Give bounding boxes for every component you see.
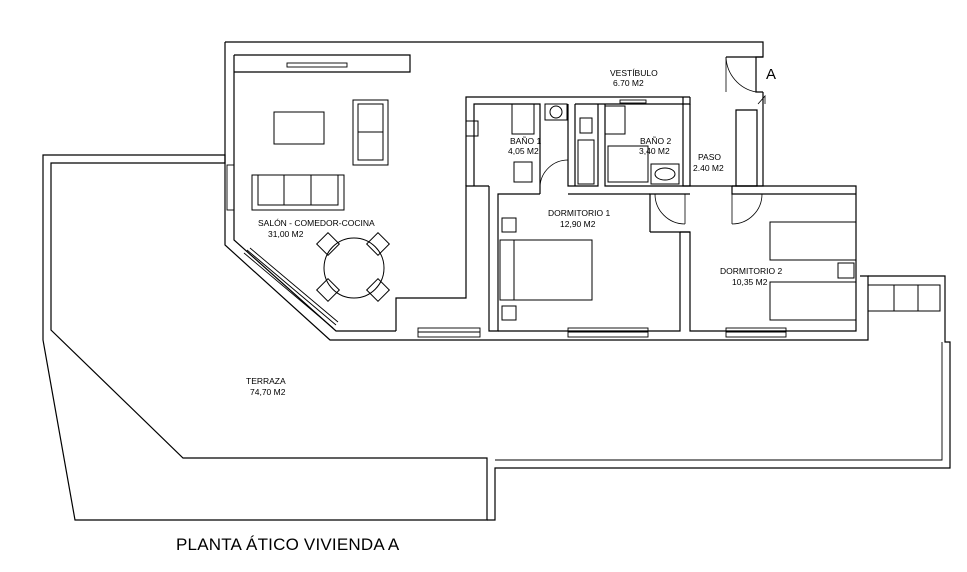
- room-area-dormitorio2: 10,35 M2: [732, 277, 768, 287]
- room-area-salon: 31,00 M2: [268, 229, 304, 239]
- room-area-dormitorio1: 12,90 M2: [560, 219, 596, 229]
- entry-marker: A: [766, 66, 776, 83]
- room-area-bano2: 3,40 M2: [639, 146, 670, 156]
- room-name-bano2: BAÑO 2: [640, 136, 671, 146]
- room-name-dormitorio2: DORMITORIO 2: [720, 266, 782, 276]
- room-name-salon: SALÓN - COMEDOR-COCINA: [258, 218, 375, 228]
- exterior-walls: [224, 41, 869, 341]
- room-area-paso: 2.40 M2: [693, 163, 724, 173]
- room-area-vestibulo: 6.70 M2: [613, 78, 644, 88]
- furniture: [251, 99, 941, 321]
- doors: [539, 56, 766, 225]
- room-area-terraza: 74,70 M2: [250, 387, 286, 397]
- room-name-paso: PASO: [698, 152, 721, 162]
- room-name-bano1: BAÑO 1: [510, 136, 541, 146]
- room-name-terraza: TERRAZA: [246, 376, 286, 386]
- room-name-vestibulo: VESTÍBULO: [610, 68, 658, 78]
- plan-title: PLANTA ÁTICO VIVIENDA A: [176, 535, 400, 554]
- terrace-outline: [42, 154, 951, 521]
- room-area-bano1: 4,05 M2: [508, 146, 539, 156]
- windows: [226, 62, 787, 338]
- room-name-dormitorio1: DORMITORIO 1: [548, 208, 610, 218]
